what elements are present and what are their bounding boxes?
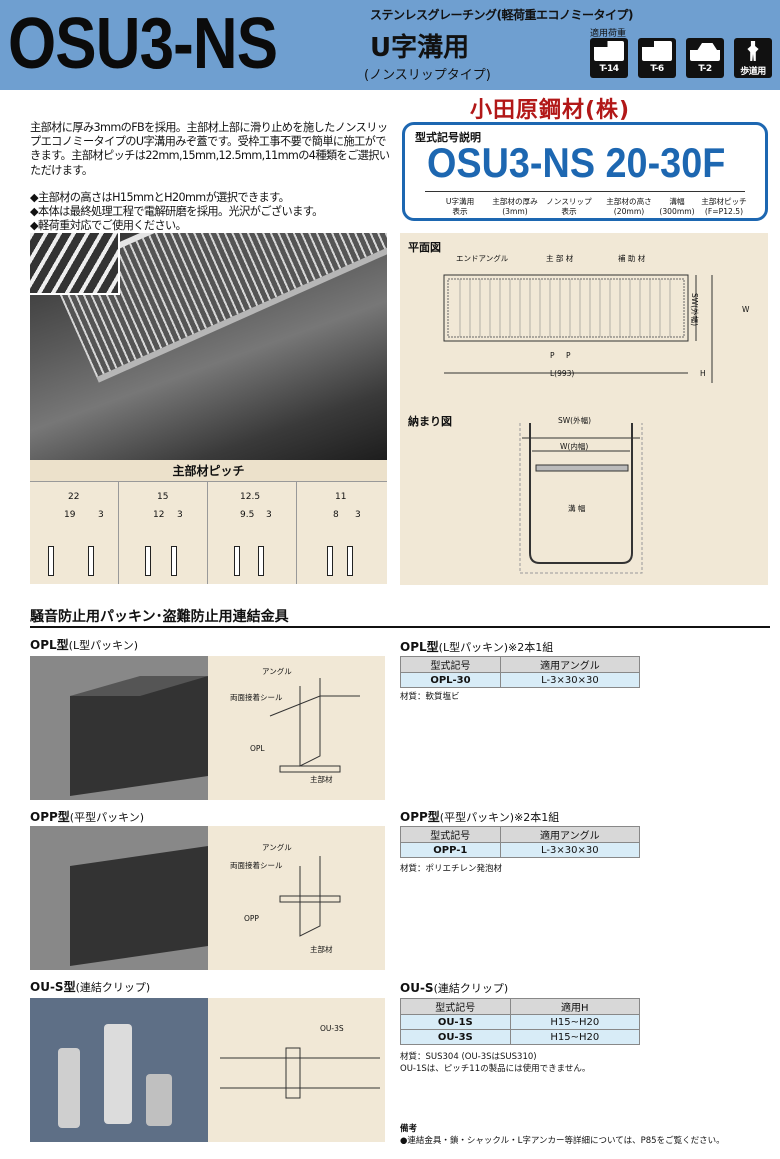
accessories-section-title: 騒音防止用パッキン･盗難防止用連結金具 xyxy=(30,609,289,625)
feature-item: ◆軽荷重対応でご使用ください。 xyxy=(30,219,187,233)
opl-photo xyxy=(30,656,208,800)
ous-photo xyxy=(30,998,208,1142)
code-part: 溝幅(300mm) xyxy=(659,197,695,216)
feature-item: ◆本体は最終処理工程で電解研磨を採用。光沢がございます。 xyxy=(30,205,323,219)
opp-material: 材質：ポリエチレン発泡材 xyxy=(400,864,503,874)
drawings-panel: 平面図 エンドアングル 主 部 材 補 助 材 SW(外幅) W P P L(9… xyxy=(400,233,768,585)
truck-t14-icon: T-14 xyxy=(590,38,628,78)
code-part: 主部材の高さ(20mm) xyxy=(606,197,652,216)
section-divider xyxy=(30,626,770,628)
code-part: ノンスリップ表示 xyxy=(546,197,592,216)
code-part: U字溝用表示 xyxy=(445,197,475,216)
model-code-explanation: 型式記号説明 OSU3-NS 20-30F U字溝用表示 主部材の厚み(3mm)… xyxy=(402,122,768,221)
product-use: U字溝用 xyxy=(370,33,470,63)
pitch-cell: 15 12 3 xyxy=(119,482,208,584)
ous-diagram xyxy=(220,1047,380,1099)
opl-material: 材質：軟質塩ビ xyxy=(400,692,460,702)
plan-drawing xyxy=(443,274,713,574)
car-t2-icon: T-2 xyxy=(686,38,724,78)
pitch-panel: 主部材ピッチ 22 19 3 15 12 3 12.5 9.5 3 11 8 3 xyxy=(30,460,387,584)
opl-panel: アングル 両面接着シール OPL 主部材 xyxy=(30,656,385,800)
truck-t6-icon: T-6 xyxy=(638,38,676,78)
opp-photo xyxy=(30,826,208,970)
ous-note: OU-1Sは、ピッチ11の製品には使用できません。 xyxy=(400,1064,591,1074)
code-part: 主部材の厚み(3mm) xyxy=(492,197,538,216)
pitch-title: 主部材ピッチ xyxy=(30,460,387,482)
feature-list: ◆主部材の高さはH15mmとH20mmが選択できます。 ◆本体は最終処理工程で電… xyxy=(30,191,400,234)
model-title: OSU3-NS xyxy=(8,4,278,84)
remarks-title: 備考 xyxy=(400,1124,418,1134)
remarks-text: ●連結金具・鎖・シャックル・L字アンカー等詳細については、P85をご覧ください。 xyxy=(400,1136,725,1146)
opl-diagram xyxy=(269,678,360,773)
plan-title: 平面図 xyxy=(408,241,441,254)
opp-label: OPP型(平型パッキン) xyxy=(30,810,145,824)
ous-material: 材質：SUS304 (OU-3SはSUS310) xyxy=(400,1052,537,1062)
ous-label: OU-S型(連結クリップ) xyxy=(30,980,151,994)
ous-table-title: OU-S(連結クリップ) xyxy=(400,981,509,995)
model-code: OSU3-NS 20-30F xyxy=(427,139,726,186)
opp-diagram xyxy=(279,856,341,937)
code-underline xyxy=(425,191,745,192)
opp-table-title: OPP型(平型パッキン)※2本1組 xyxy=(400,810,560,824)
pedestrian-icon: 歩道用 xyxy=(734,38,772,78)
grating-photo xyxy=(30,233,387,463)
load-label: 適用荷重 xyxy=(590,29,627,39)
pitch-cell: 12.5 9.5 3 xyxy=(208,482,297,584)
feature-item: ◆主部材の高さはH15mmとH20mmが選択できます。 xyxy=(30,191,290,204)
product-type: (ノンスリップタイプ) xyxy=(364,68,491,83)
company-name: 小田原鋼材(株) xyxy=(470,98,631,123)
opl-label: OPL型(L型パッキン) xyxy=(30,638,139,652)
pitch-cell: 11 8 3 xyxy=(297,482,386,584)
code-title: 型式記号説明 xyxy=(415,131,481,144)
nonslip-detail-image xyxy=(30,233,120,295)
opl-table-title: OPL型(L型パッキン)※2本1組 xyxy=(400,640,554,654)
intro-paragraph: 主部材に厚み3mmのFBを採用。主部材上部に滑り止めを施したノンスリップエコノミ… xyxy=(30,121,390,177)
fit-title: 納まり図 xyxy=(408,415,452,428)
product-category: ステンレスグレーチング(軽荷重エコノミータイプ) xyxy=(370,8,633,22)
pitch-cell: 22 19 3 xyxy=(30,482,119,584)
opp-panel: アングル 両面接着シール OPP 主部材 xyxy=(30,826,385,970)
code-part: 主部材ピッチ(F=P12.5) xyxy=(701,197,747,216)
ous-panel: OU-3S xyxy=(30,998,385,1142)
